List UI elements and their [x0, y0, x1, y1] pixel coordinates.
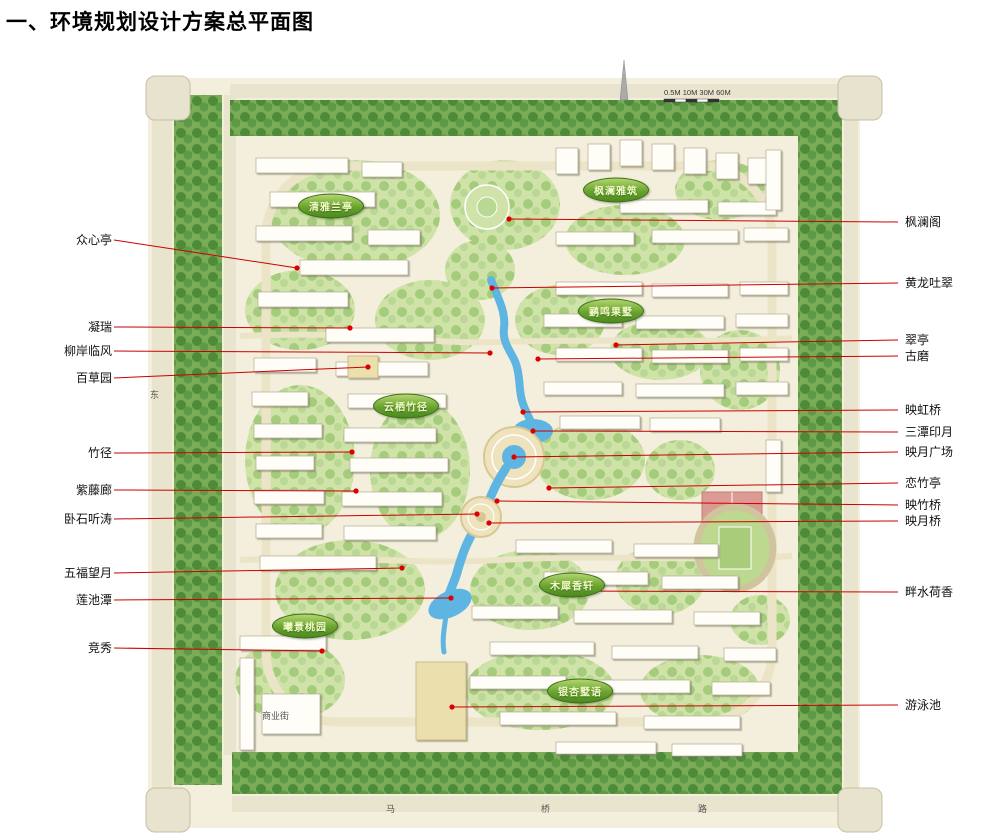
commercial-street-label: 商业街 [262, 710, 289, 721]
callout-label-right: 黄龙吐翠 [905, 276, 954, 290]
clubhouse-building [415, 661, 467, 741]
buildings-layer [239, 139, 789, 757]
callout-label-left: 卧石听涛 [63, 512, 112, 526]
callout-label-right: 翠亭 [905, 333, 930, 347]
callout-label-left: 竞秀 [87, 641, 112, 655]
callout-label-left: 众心亭 [75, 233, 112, 247]
area-badge: 清雅兰亭 [298, 193, 364, 219]
callout-label-right: 游泳池 [905, 698, 942, 712]
callout-label-right: 枫澜阁 [905, 215, 942, 229]
area-badge: 云栖竹径 [373, 393, 439, 419]
area-badge: 枫澜雅筑 [583, 177, 649, 203]
scale-bar-label: 0.5M 10M 30M 60M [664, 88, 731, 97]
callout-label-right: 三潭印月 [905, 425, 954, 439]
road-label-west: 东 [150, 389, 159, 400]
callout-label-left: 五福望月 [63, 566, 112, 580]
road-label-south-2: 桥 [541, 803, 550, 814]
callout-label-right: 恋竹亭 [905, 476, 942, 490]
area-badge: 曦景桃园 [272, 613, 338, 639]
callout-label-right: 映虹桥 [905, 403, 942, 417]
water-layer [428, 276, 553, 722]
callout-label-right: 映月广场 [905, 445, 954, 459]
callout-label-right: 古磨 [905, 349, 930, 363]
callout-label-left: 紫藤廊 [75, 483, 112, 497]
area-badge: 鹂鸣果墅 [578, 298, 644, 324]
road-label-south-3: 路 [698, 803, 707, 814]
callout-label-right: 畔水荷香 [905, 585, 954, 599]
callout-label-right: 映月桥 [905, 514, 942, 528]
north-arrow-icon [619, 59, 629, 101]
callout-label-left: 柳岸临风 [63, 344, 112, 358]
page-title: 一、环境规划设计方案总平面图 [6, 11, 314, 34]
area-badge: 银杏墅语 [547, 678, 613, 704]
road-name-labels: 东 马 桥 路 商业街 [150, 389, 707, 814]
area-badge: 木犀香轩 [539, 572, 605, 598]
callout-label-left: 莲池潭 [75, 593, 112, 607]
sports-area [693, 491, 777, 593]
callout-label-left: 百草园 [75, 371, 112, 385]
callout-label-right: 映竹桥 [905, 498, 942, 512]
leader-lines [113, 216, 899, 710]
callout-label-left: 凝瑞 [87, 320, 112, 334]
scale-bar: 0.5M 10M 30M 60M [663, 88, 731, 103]
road-label-south-1: 马 [386, 804, 395, 814]
callout-label-left: 竹径 [87, 446, 112, 460]
